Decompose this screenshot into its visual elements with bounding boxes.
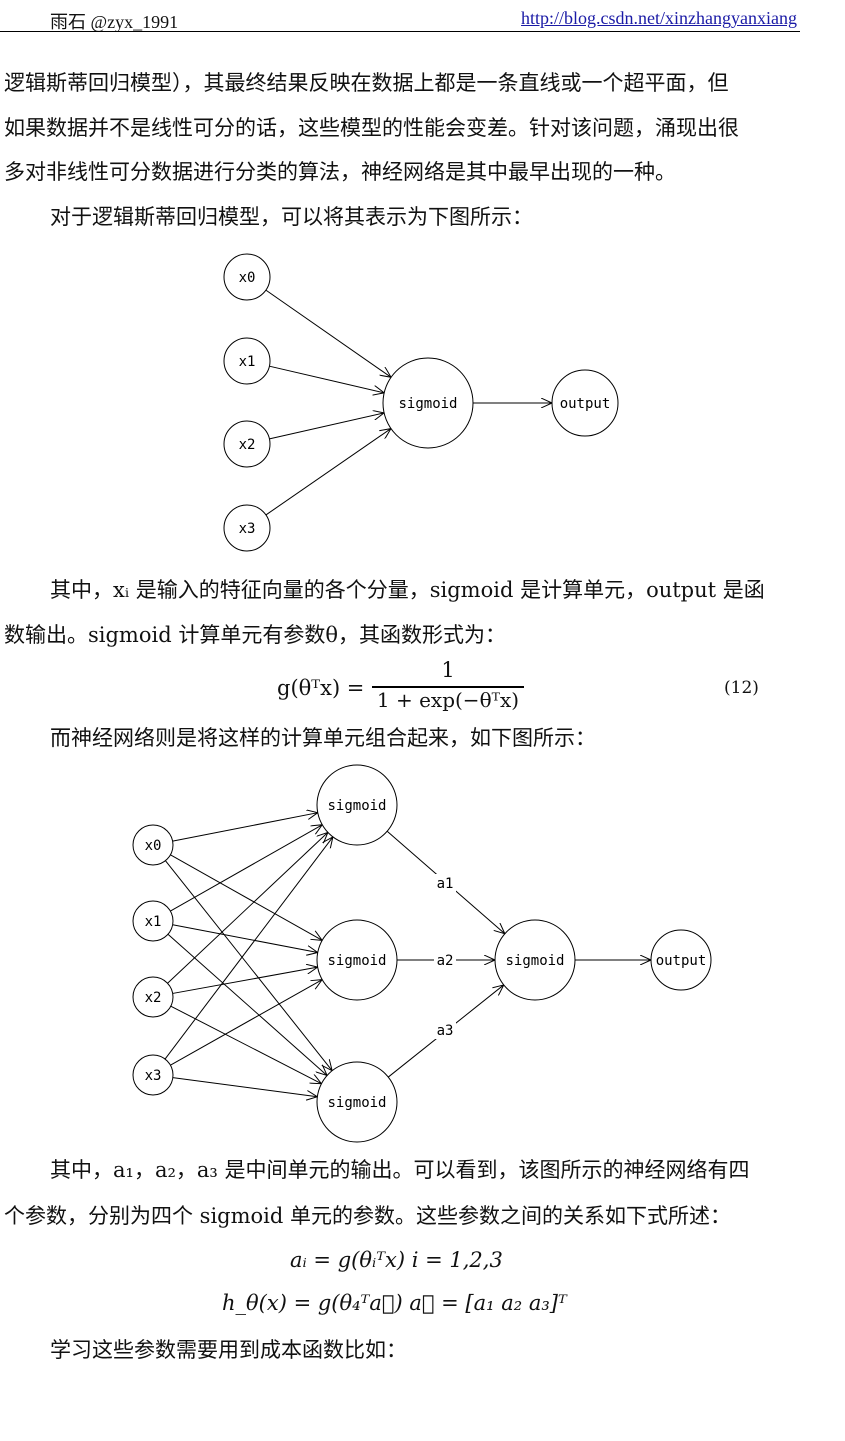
hidden-sigmoid-1-label: sigmoid [327,798,386,814]
input-x1-node [223,337,271,385]
paragraph-line: 个参数，分别为四个 sigmoid 单元的参数。这些参数之间的关系如下式所述： [4,1204,731,1228]
header-divider [0,31,800,32]
input-x3-node [223,504,271,552]
nn-input-x3-node [132,1054,174,1096]
edge-arrow [172,1077,318,1097]
edge-label-a2: a2 [437,953,454,969]
nn-input-x2-label: x2 [145,990,162,1006]
paragraph-line: 如果数据并不是线性可分的话，这些模型的性能会变差。针对该问题，涌现出很 [4,116,739,140]
edge-arrow [170,1005,322,1084]
fraction-bar [372,686,524,688]
edge-arrow [269,413,384,440]
edge-arrow [172,967,318,994]
hidden-sigmoid-2-node [316,919,398,1001]
edge-arrow [165,860,332,1071]
nn-output-node [650,929,712,991]
edge-label-bg [434,951,456,969]
equation-lhs: g(θᵀx) = [277,676,365,700]
sigmoid-unit-node [382,357,474,449]
edge-arrow [164,837,333,1060]
edge-arrow [172,924,318,953]
nn-input-x2-node [132,976,174,1018]
edge-arrow [170,980,322,1066]
equation-a: aᵢ = g(θᵢᵀx) i = 1,2,3 [290,1248,503,1272]
paragraph-line: 多对非线性可分数据进行分类的算法，神经网络是其中最早出现的一种。 [4,160,676,184]
input-x0-label: x0 [239,270,256,286]
header-url-link[interactable]: http://blog.csdn.net/xinzhangyanxiang [521,8,797,28]
paragraph-line: 其中，a₁，a₂，a₃ 是中间单元的输出。可以看到，该图所示的神经网络有四 [50,1158,750,1182]
edge-arrow [170,854,322,941]
edge-label-bg [434,1021,456,1039]
nn-input-x0-label: x0 [145,838,162,854]
equation-denominator: 1 + exp(−θᵀx) [376,687,520,712]
hidden-sigmoid-3-label: sigmoid [327,1095,386,1111]
paragraph-line: 而神经网络则是将这样的计算单元组合起来，如下图所示： [50,726,596,750]
hidden-sigmoid-1-node [316,764,398,846]
edge-arrow [167,832,328,984]
edge-label-a1: a1 [437,876,454,892]
nn-output-label: output [656,953,707,969]
input-x2-node [223,420,271,468]
nn-input-x1-label: x1 [145,914,162,930]
equation-h: h_θ(x) = g(θ₄ᵀa⃗) a⃗ = [a₁ a₂ a₃]ᵀ [222,1291,567,1315]
nn-input-x1-node [132,900,174,942]
input-x2-label: x2 [239,437,256,453]
edge-label-bg [434,874,456,892]
input-x1-label: x1 [239,354,256,370]
equation-numerator: 1 [441,658,455,682]
edge-arrow [269,365,384,393]
edge-arrow [265,429,391,516]
equation-number: (12) [724,678,759,698]
output-sigmoid-node [494,919,576,1001]
nn-input-x0-node [132,824,174,866]
equation-fraction: 1 1 + exp(−θᵀx) [372,658,524,712]
edge-arrow [170,825,322,912]
output-node [551,369,619,437]
edge-arrow [265,289,391,377]
output-label: output [560,396,611,412]
edge-arrow [167,933,327,1075]
edge-label-a3: a3 [437,1023,454,1039]
hidden-sigmoid-2-label: sigmoid [327,953,386,969]
output-sigmoid-label: sigmoid [505,953,564,969]
paragraph-line: 数输出。sigmoid 计算单元有参数θ，其函数形式为： [4,623,506,647]
paragraph-line: 对于逻辑斯蒂回归模型，可以将其表示为下图所示： [50,205,533,229]
input-x0-node [223,253,271,301]
sigmoid-unit-label: sigmoid [398,396,457,412]
hidden-sigmoid-3-node [316,1061,398,1143]
edge-arrow [172,813,318,842]
input-x3-label: x3 [239,521,256,537]
nn-input-x3-label: x3 [145,1068,162,1084]
paragraph-line: 逻辑斯蒂回归模型），其最终结果反映在数据上都是一条直线或一个超平面，但 [4,71,729,95]
paragraph-line: 其中，xᵢ 是输入的特征向量的各个分量，sigmoid 是计算单元，output… [50,578,765,602]
header-author: 雨石 @zyx_1991 [50,12,179,32]
paragraph-line: 学习这些参数需要用到成本函数比如： [50,1338,407,1362]
